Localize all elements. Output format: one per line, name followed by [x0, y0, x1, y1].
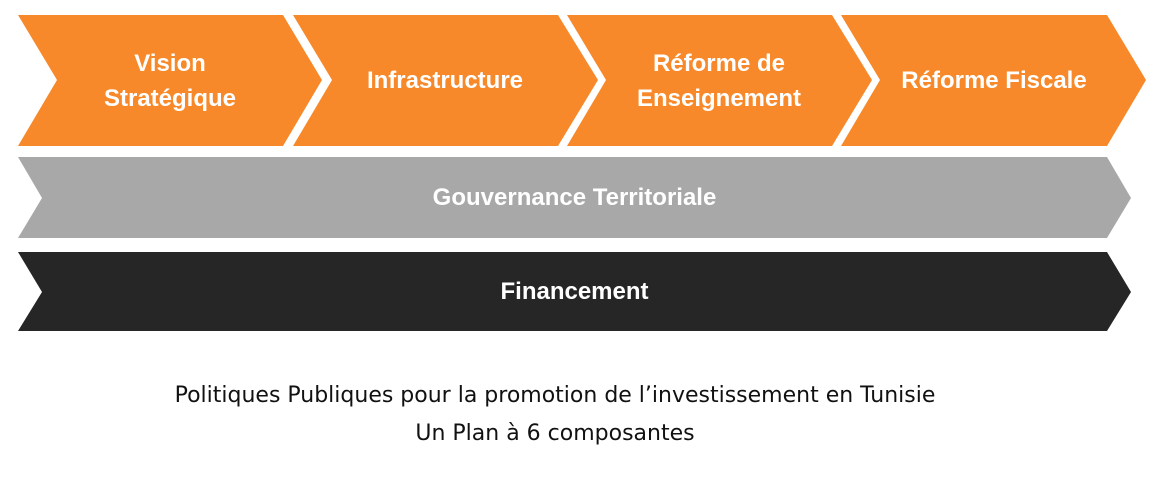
chevron-label-reforme-fiscale: Réforme Fiscale [901, 67, 1087, 94]
chevron-label-vision-strategique: Vision Stratégique [103, 49, 237, 112]
chevron-label-reforme-enseignement: Réforme de Enseignement [636, 49, 802, 112]
bar-shape-gouvernance [18, 157, 1131, 238]
bar-label-gouvernance-territoriale: Gouvernance Territoriale [432, 184, 717, 211]
chevron-shape-vision [18, 15, 322, 146]
chevron-label-infrastructure: Infrastructure [366, 67, 524, 94]
chevron-shape-enseignement [567, 15, 872, 146]
chevron-shape-infrastructure [293, 15, 598, 146]
caption-line-2: Un Plan à 6 composantes [415, 421, 695, 446]
caption-line-1: Politiques Publiques pour la promotion d… [174, 383, 936, 408]
bar-label-financement: Financement [500, 278, 649, 305]
chevron-shape-fiscale [841, 15, 1146, 146]
bar-shape-financement [18, 252, 1131, 331]
